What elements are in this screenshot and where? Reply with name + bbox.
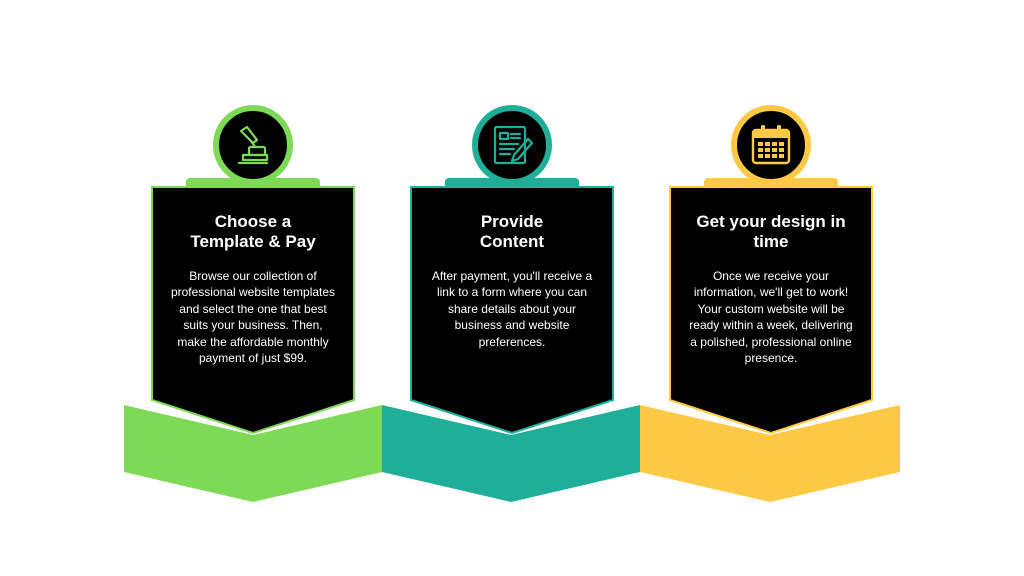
step-title-line-2: time xyxy=(753,232,789,251)
card-background xyxy=(669,178,873,435)
icon-badge xyxy=(731,105,811,185)
step-title-line-1: Get your design in xyxy=(696,212,846,231)
ribbon-band-2 xyxy=(382,405,640,502)
step-title: Provide Content xyxy=(419,212,605,252)
card-background xyxy=(410,178,614,435)
step-title: Get your design in time xyxy=(678,212,864,252)
step-card-choose-template: Choose a Template & Pay Browse our colle… xyxy=(150,105,356,437)
card-background xyxy=(151,178,355,435)
step-description: After payment, you'll receive a link to … xyxy=(431,269,593,349)
step-card-get-design: Get your design in time Once we receive … xyxy=(668,105,874,437)
step-title-line-2: Content xyxy=(479,232,545,251)
icon-badge xyxy=(213,105,293,185)
hand-stamp-icon xyxy=(237,125,269,165)
step-title-line-2: Template & Pay xyxy=(190,232,316,251)
ribbon-band-1 xyxy=(124,405,382,502)
calendar-icon xyxy=(751,125,791,165)
step-card-provide-content: Provide Content After payment, you'll re… xyxy=(409,105,615,437)
step-title-line-1: Provide xyxy=(480,212,544,231)
step-description: Once we receive your information, we'll … xyxy=(689,269,853,366)
step-title: Choose a Template & Pay xyxy=(160,212,346,252)
step-title-line-1: Choose a xyxy=(214,212,292,231)
form-edit-icon xyxy=(493,125,534,165)
step-description: Browse our collection of professional we… xyxy=(170,269,336,366)
icon-badge xyxy=(472,105,552,185)
ribbon-band-3 xyxy=(640,405,900,502)
